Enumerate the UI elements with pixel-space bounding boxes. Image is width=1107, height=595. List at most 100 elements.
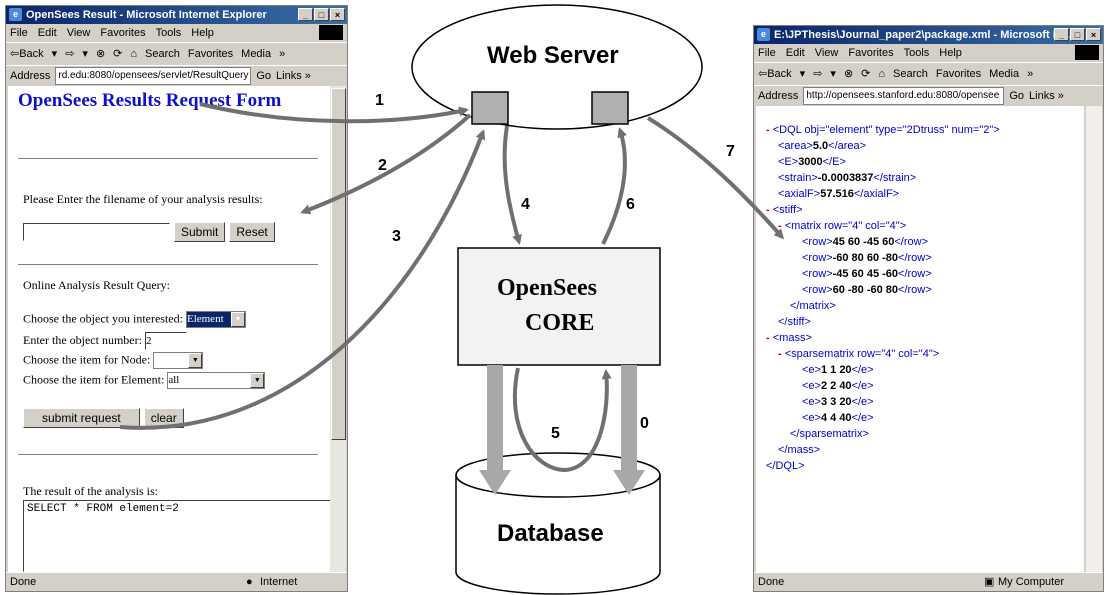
links-button[interactable]: Links » — [276, 70, 311, 82]
search-button[interactable]: Search — [893, 68, 928, 80]
xml-line: <E>3000</E> — [778, 156, 846, 168]
close-button[interactable]: × — [330, 8, 345, 21]
forward-button[interactable]: ⇨ — [813, 68, 823, 80]
left-window-title: OpenSees Result - Microsoft Internet Exp… — [26, 9, 267, 21]
right-status-bar: Done ▣ My Computer — [754, 572, 1103, 591]
minimize-button[interactable]: _ — [1054, 28, 1069, 41]
xml-e: 3000 — [798, 156, 823, 168]
xml-line: <row>-45 60 45 -60</row> — [802, 268, 932, 280]
right-title-bar[interactable]: e E:\JPThesis\Journal_paper2\package.xml… — [754, 26, 1103, 44]
form-title: OpenSees Results Request Form — [18, 90, 282, 111]
go-button[interactable]: Go — [1009, 90, 1025, 102]
submit-button[interactable]: Submit — [174, 222, 226, 242]
minimize-button[interactable]: _ — [298, 8, 313, 21]
clear-button[interactable]: clear — [143, 408, 184, 428]
back-button[interactable]: ⇦Back — [758, 68, 792, 80]
matrix-row: -45 60 45 -60 — [832, 268, 899, 280]
xml-line: <axialF>57.516</axialF> — [778, 188, 900, 200]
element-select[interactable]: all ▼ — [167, 372, 266, 389]
toolbar-overflow-icon[interactable]: » — [279, 48, 286, 60]
left-title-bar[interactable]: e OpenSees Result - Microsoft Internet E… — [6, 6, 347, 24]
refresh-icon[interactable]: ⟳ — [113, 48, 123, 60]
menu-favorites[interactable]: Favorites — [848, 47, 894, 59]
xml-line: - <DQL obj="element" type="2Dtruss" num=… — [766, 124, 1000, 136]
address-label: Address — [758, 90, 799, 102]
core-label-line2: CORE — [525, 310, 595, 336]
menu-favorites[interactable]: Favorites — [100, 27, 146, 39]
menu-tools[interactable]: Tools — [903, 47, 930, 59]
step-label-2: 2 — [378, 157, 387, 174]
number-input[interactable]: 2 — [144, 332, 187, 350]
menu-view[interactable]: View — [814, 47, 839, 59]
address-input[interactable]: http://opensees.stanford.edu:8080/opense… — [803, 87, 1005, 105]
windows-logo-icon — [319, 25, 343, 40]
favorites-button[interactable]: Favorites — [187, 48, 234, 60]
maximize-button[interactable]: □ — [1070, 28, 1085, 41]
menu-help[interactable]: Help — [939, 47, 962, 59]
stop-icon[interactable]: ⊗ — [95, 48, 106, 60]
menu-tools[interactable]: Tools — [155, 27, 182, 39]
step-label-0: 0 — [640, 415, 649, 432]
arrow-6 — [601, 127, 627, 245]
left-address-bar: Address rd.edu:8080/opensees/servlet/Res… — [6, 66, 347, 86]
divider — [18, 454, 318, 456]
matrix-row: 60 -80 -60 80 — [832, 284, 899, 296]
xml-line: <e>1 1 20</e> — [802, 364, 874, 376]
links-button[interactable]: Links » — [1029, 90, 1064, 102]
forward-button[interactable]: ⇨ — [65, 48, 75, 60]
right-vertical-scrollbar[interactable] — [1086, 106, 1102, 572]
media-button[interactable]: Media — [989, 68, 1020, 80]
status-zone: Internet — [260, 576, 298, 588]
element-select-value: all — [168, 374, 180, 386]
back-button[interactable]: ⇦Back — [10, 48, 44, 60]
scroll-thumb[interactable] — [331, 88, 346, 440]
home-icon[interactable]: ⌂ — [878, 68, 886, 80]
refresh-icon[interactable]: ⟳ — [861, 68, 871, 80]
step-label-7: 7 — [726, 143, 735, 160]
close-button[interactable]: × — [1086, 28, 1101, 41]
object-select[interactable]: Element ▼ — [185, 311, 246, 328]
menu-view[interactable]: View — [66, 27, 91, 39]
xml-area: 5.0 — [812, 140, 829, 152]
back-dropdown-icon[interactable]: ▾ — [51, 48, 58, 60]
forward-dropdown-icon[interactable]: ▾ — [82, 48, 88, 60]
right-address-bar: Address http://opensees.stanford.edu:808… — [754, 86, 1103, 106]
node-select[interactable]: ▼ — [153, 352, 204, 369]
windows-logo-icon — [1075, 45, 1099, 60]
maximize-button[interactable]: □ — [314, 8, 329, 21]
xml-line: </stiff> — [778, 316, 811, 328]
left-toolbar: ⇦Back ▾ ⇨ ▾ ⊗ ⟳ ⌂ Search Favorites Media… — [6, 43, 347, 66]
search-button[interactable]: Search — [145, 48, 180, 60]
home-icon[interactable]: ⌂ — [130, 48, 138, 60]
reset-button[interactable]: Reset — [229, 222, 275, 242]
chevron-down-icon: ▼ — [250, 373, 265, 388]
menu-file[interactable]: File — [758, 47, 776, 59]
sparse-row: 4 4 40 — [820, 412, 852, 424]
result-textarea[interactable]: SELECT * FROM element=2 — [23, 500, 330, 572]
menu-edit[interactable]: Edit — [37, 27, 57, 39]
toolbar-overflow-icon[interactable]: » — [1027, 68, 1034, 80]
arrow-4 — [502, 125, 522, 245]
menu-help[interactable]: Help — [191, 27, 214, 39]
result-text: SELECT * FROM element=2 — [27, 503, 179, 515]
favorites-button[interactable]: Favorites — [935, 68, 982, 80]
left-vertical-scrollbar[interactable] — [330, 86, 346, 572]
step-label-1: 1 — [375, 92, 384, 109]
stop-icon[interactable]: ⊗ — [843, 68, 854, 80]
left-menu-bar: File Edit View Favorites Tools Help — [6, 24, 347, 43]
menu-edit[interactable]: Edit — [785, 47, 805, 59]
arrow-core-to-db — [479, 365, 511, 495]
xml-line: <e>4 4 40</e> — [802, 412, 874, 424]
forward-dropdown-icon[interactable]: ▾ — [830, 68, 836, 80]
go-button[interactable]: Go — [256, 70, 272, 82]
submit-request-button[interactable]: submit request — [23, 408, 140, 428]
address-input[interactable]: rd.edu:8080/opensees/servlet/ResultQuery — [55, 67, 252, 85]
media-button[interactable]: Media — [241, 48, 272, 60]
web-server-port-left — [471, 91, 509, 125]
back-dropdown-icon[interactable]: ▾ — [799, 68, 806, 80]
filename-input[interactable] — [23, 223, 170, 242]
menu-file[interactable]: File — [10, 27, 28, 39]
right-toolbar: ⇦Back ▾ ⇨ ▾ ⊗ ⟳ ⌂ Search Favorites Media… — [754, 63, 1103, 86]
step-label-5: 5 — [551, 425, 560, 442]
ie-icon: e — [9, 8, 22, 21]
